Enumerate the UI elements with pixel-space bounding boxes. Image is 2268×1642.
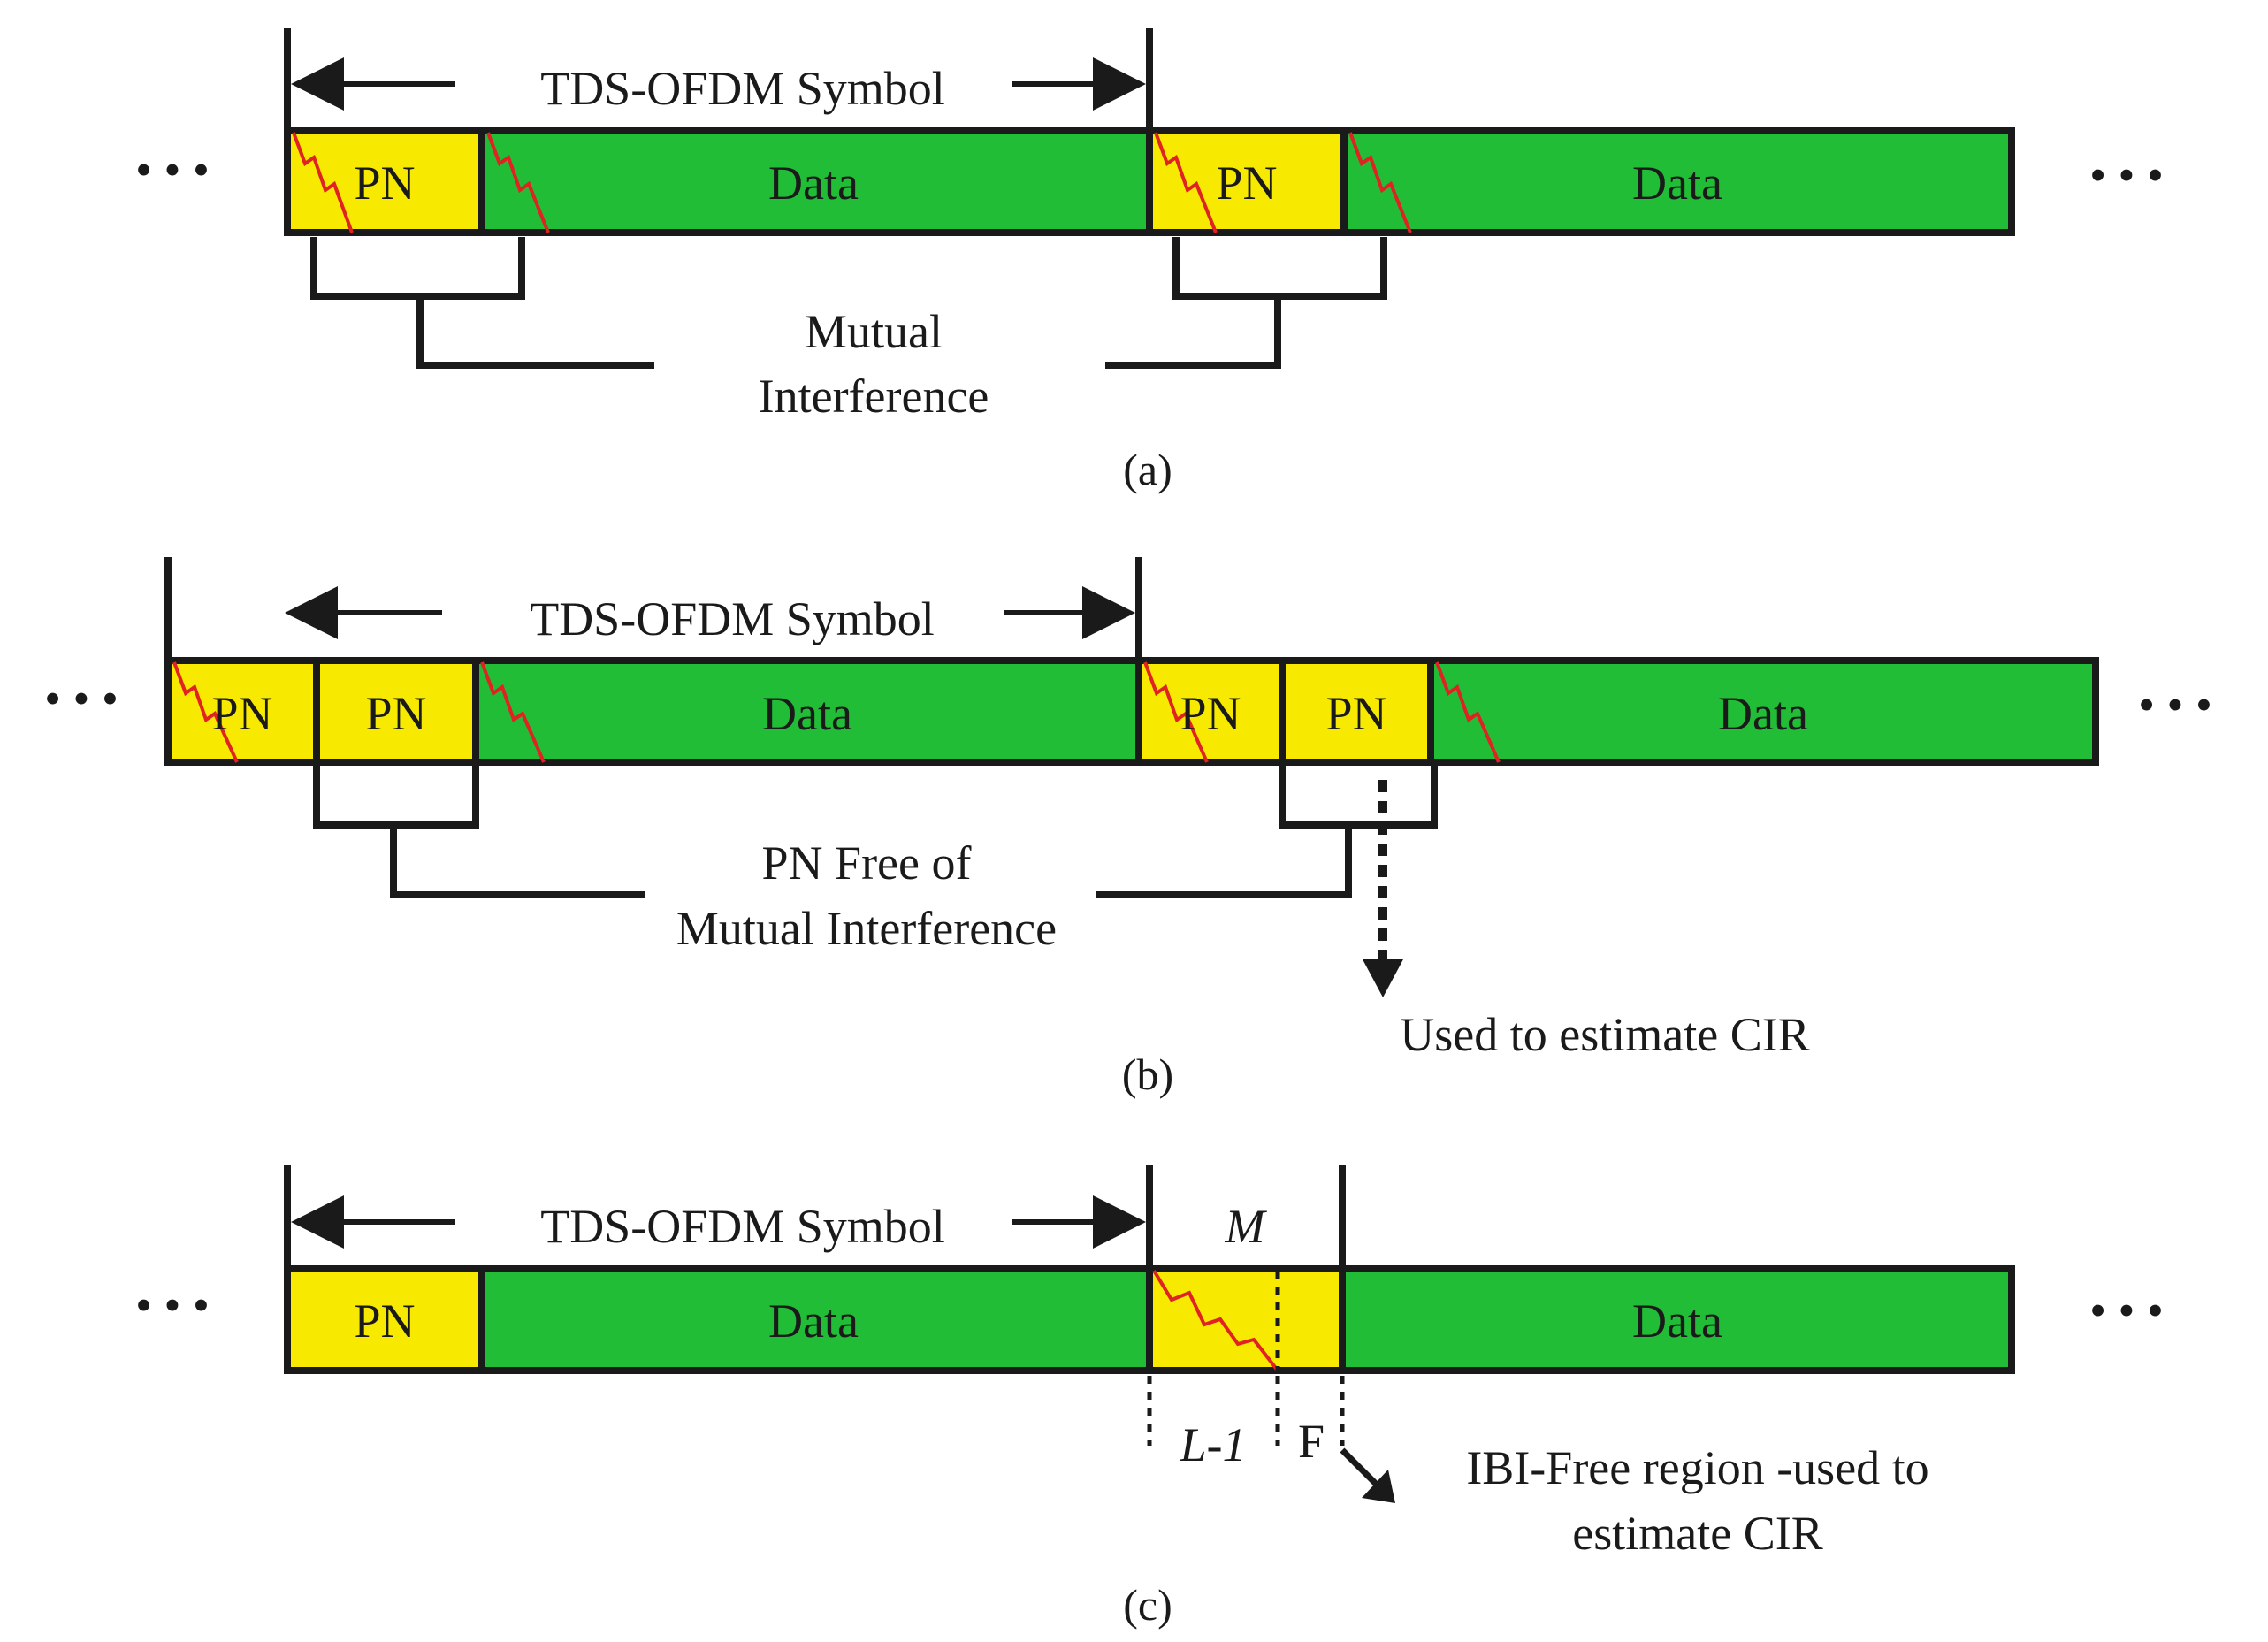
pn-label: PN — [1180, 687, 1241, 740]
panel-caption: (c) — [1123, 1580, 1172, 1630]
pn-block-1a — [164, 657, 320, 766]
multipath-tail — [486, 132, 550, 233]
data-block-2 — [1427, 657, 2099, 766]
interference-bracket-right — [1172, 237, 1387, 300]
multipath-tail — [480, 661, 546, 763]
ibi-arrowhead — [1362, 1470, 1395, 1503]
pn-label: PN — [211, 687, 272, 740]
pn-block-2b — [1279, 657, 1434, 766]
data-block-1 — [472, 657, 1142, 766]
data-label: Data — [768, 157, 859, 210]
data-label: Data — [1632, 1295, 1722, 1348]
mutual-interference-label: Interference — [759, 370, 989, 423]
symbol-label: TDS-OFDM Symbol — [540, 62, 945, 115]
panel-caption: (a) — [1123, 445, 1172, 494]
ellipsis-right: • • • — [2089, 1284, 2164, 1337]
l-minus-1-label: L-1 — [1179, 1418, 1246, 1471]
ibi-free-label: estimate CIR — [1572, 1507, 1822, 1560]
multipath-tail — [1348, 132, 1412, 233]
data-block-1 — [478, 127, 1153, 236]
pn-label: PN — [354, 157, 415, 210]
pn-label: PN — [1325, 687, 1386, 740]
data-label: Data — [1632, 157, 1722, 210]
panel-caption: (b) — [1122, 1050, 1173, 1099]
symbol-label: TDS-OFDM Symbol — [530, 592, 935, 645]
multipath-tail — [1152, 1269, 1279, 1372]
f-label: F — [1298, 1415, 1325, 1468]
data-label: Data — [1718, 687, 1808, 740]
panel-b: TDS-OFDM Symbol PN PN Data PN PN Data PN… — [44, 557, 2212, 1099]
data-label: Data — [762, 687, 852, 740]
pn-free-label: PN Free of — [762, 836, 972, 890]
ellipsis-right: • • • — [2089, 149, 2164, 202]
multipath-tail — [1143, 661, 1209, 763]
mutual-interference-label: Mutual — [805, 305, 943, 358]
interference-bracket-left — [310, 237, 525, 300]
symbol-label: TDS-OFDM Symbol — [540, 1200, 945, 1253]
ellipsis-left: • • • — [135, 143, 210, 196]
ellipsis-right: • • • — [2138, 678, 2212, 731]
multipath-tail — [1154, 132, 1218, 233]
pn-free-label: Mutual Interference — [676, 902, 1057, 955]
multipath-tail — [1435, 661, 1501, 763]
multipath-tail — [292, 132, 354, 233]
data-block-2 — [1340, 127, 2015, 236]
m-label: M — [1225, 1200, 1268, 1253]
panel-c: TDS-OFDM Symbol M PN Data Data L-1 F IBI… — [135, 1165, 2164, 1630]
multipath-tail — [172, 661, 239, 763]
pn-block-1 — [284, 127, 485, 236]
ibi-arrow — [1340, 1447, 1384, 1492]
free-connector-right — [1096, 825, 1352, 898]
pn-block-m — [1146, 1265, 1346, 1374]
free-bracket-left — [313, 766, 479, 829]
cir-arrowhead — [1363, 959, 1403, 997]
ellipsis-left: • • • — [135, 1279, 210, 1332]
free-bracket-right — [1279, 766, 1438, 829]
interference-connector-right — [1105, 296, 1281, 369]
cir-label: Used to estimate CIR — [1400, 1008, 1809, 1061]
data-label: Data — [768, 1295, 859, 1348]
pn-label: PN — [365, 687, 426, 740]
pn-label: PN — [354, 1295, 415, 1348]
data-block-2 — [1339, 1265, 2015, 1374]
ellipsis-left: • • • — [44, 672, 118, 725]
pn-block-2 — [1146, 127, 1348, 236]
ibi-free-label: IBI-Free region -used to — [1466, 1441, 1928, 1494]
interference-connector-left — [416, 296, 654, 369]
panel-a: TDS-OFDM Symbol PN Data PN Data Mutual I… — [135, 28, 2164, 494]
free-connector-left — [390, 825, 645, 898]
pn-label: PN — [1216, 157, 1277, 210]
